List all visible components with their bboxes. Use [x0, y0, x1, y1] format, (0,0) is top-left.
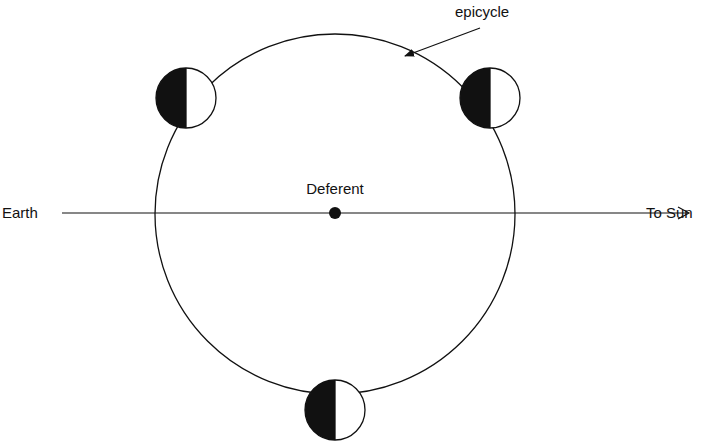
phase-icon: [305, 380, 365, 440]
phase-icon: [460, 68, 520, 128]
epicycle-circle: [155, 34, 515, 394]
sun-line: [62, 212, 688, 213]
deferent-label: Deferent: [306, 180, 364, 198]
earth-label: Earth: [2, 204, 38, 222]
deferent-dot: [329, 207, 341, 219]
sun-label: To Sun: [646, 204, 693, 222]
epicycle-label: epicycle: [455, 3, 509, 21]
phase-icon: [156, 68, 216, 128]
leader-line: [405, 28, 480, 56]
